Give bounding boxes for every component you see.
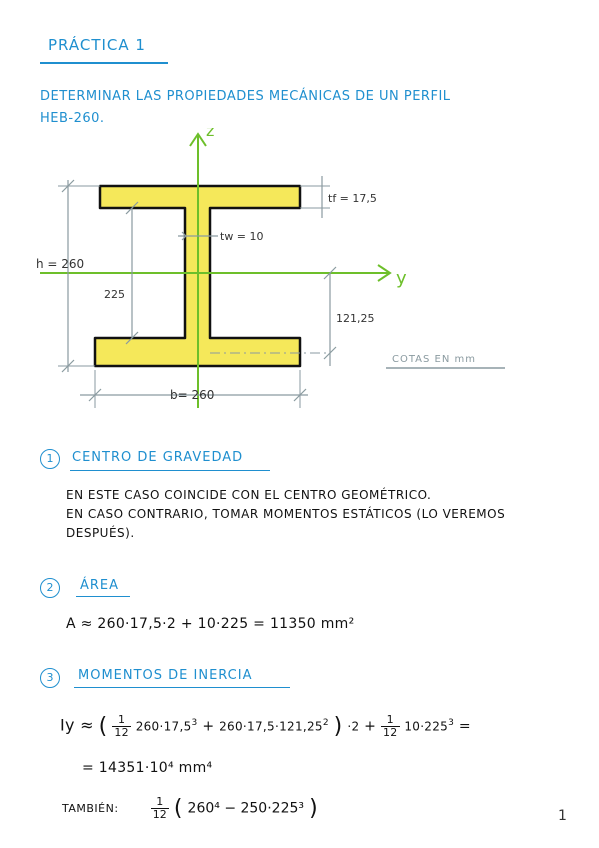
- iy-exp-2: 2: [322, 717, 329, 728]
- centro-line-2: EN CASO CONTRARIO, TOMAR MOMENTOS ESTÁTI…: [66, 507, 506, 521]
- section-2-underline: [76, 596, 130, 597]
- section-2-title: ÁREA: [80, 578, 120, 593]
- centro-line-1: EN ESTE CASO COINCIDE CON EL CENTRO GEOM…: [66, 488, 432, 502]
- iy-lhs: Iy ≈: [60, 715, 94, 735]
- cg-distance-label: 121,25: [336, 312, 375, 325]
- heb-profile-diagram: z y h = 260 225 tf = 17,5 tw = 10 121,25…: [36, 128, 505, 408]
- z-axis-arrow: [189, 132, 207, 147]
- intro-line-1: DETERMINAR LAS PROPIEDADES MECÁNICAS DE …: [40, 89, 451, 104]
- y-axis-arrow: [377, 264, 392, 282]
- section-1-title: CENTRO DE GRAVEDAD: [72, 450, 244, 465]
- iy-plus-1: +: [202, 718, 215, 735]
- iy-paren-open: (: [98, 714, 108, 739]
- iy-times-2: ·2: [347, 719, 360, 734]
- tw-label: tw = 10: [220, 230, 264, 243]
- centro-line-3: DESPUÉS).: [66, 526, 135, 540]
- centro-text: EN ESTE CASO COINCIDE CON EL CENTRO GEOM…: [66, 486, 586, 543]
- page-number: 1: [558, 808, 567, 824]
- cg-tick-bottom: [323, 346, 337, 360]
- tambien-frac: 1 12: [150, 795, 169, 821]
- y-axis-label: y: [396, 268, 407, 289]
- iy-frac-2: 1 12: [380, 713, 400, 739]
- iy-term-1: 260·17,5: [135, 719, 192, 734]
- b-label: b= 260: [170, 388, 214, 402]
- tambien-paren-close: ): [309, 796, 318, 821]
- section-3-title: MOMENTOS DE INERCIA: [78, 668, 253, 683]
- h-tick-bottom: [61, 359, 75, 373]
- page-title: PRÁCTICA 1: [48, 36, 146, 54]
- iy-exp-3: 3: [448, 717, 455, 728]
- h-tick-top: [61, 179, 75, 193]
- section-3-number: 3: [40, 668, 60, 688]
- tambien-row: TAMBIÉN: 1 12 ( 260⁴ − 250·225³ ): [62, 795, 318, 822]
- cg-tick-top: [323, 266, 337, 280]
- area-formula: A ≈ 260·17,5·2 + 10·225 = 11350 mm²: [66, 616, 355, 632]
- tambien-expr: 260⁴ − 250·225³: [187, 800, 305, 817]
- intro-line-2: HEB-260.: [40, 111, 105, 126]
- iy-plus-2: +: [364, 718, 377, 735]
- b-tick-left: [88, 388, 102, 402]
- iy-term-2: 260·17,5·121,25: [219, 719, 323, 734]
- iy-result: = 14351·10⁴ mm⁴: [82, 760, 213, 776]
- web-height-label: 225: [104, 288, 125, 301]
- section-2-number: 2: [40, 578, 60, 598]
- section-3-underline: [74, 687, 290, 688]
- tf-label: tf = 17,5: [328, 192, 377, 205]
- iy-exp-1: 3: [191, 717, 198, 728]
- web-tick-bottom: [125, 331, 139, 345]
- h-label: h = 260: [36, 257, 84, 271]
- iy-paren-close: ): [333, 714, 343, 739]
- tambien-label: TAMBIÉN:: [62, 802, 119, 815]
- iy-frac-1: 1 12: [112, 713, 131, 739]
- iy-formula: Iy ≈ ( 1 12 260·17,53 + 260·17,5·121,252…: [60, 713, 471, 740]
- section-1-number: 1: [40, 449, 60, 469]
- iy-equals: =: [458, 718, 471, 735]
- tw-arrow-left: [181, 231, 187, 241]
- iy-term-3: 10·225: [404, 719, 449, 734]
- tambien-paren-open: (: [173, 796, 183, 821]
- intro-text: DETERMINAR LAS PROPIEDADES MECÁNICAS DE …: [40, 86, 560, 130]
- web-tick-top: [125, 201, 139, 215]
- z-axis-label: z: [206, 128, 214, 140]
- title-underline: [40, 62, 168, 64]
- cotas-label: COTAS EN mm: [392, 354, 476, 365]
- section-1-underline: [70, 470, 270, 471]
- b-tick-right: [293, 388, 307, 402]
